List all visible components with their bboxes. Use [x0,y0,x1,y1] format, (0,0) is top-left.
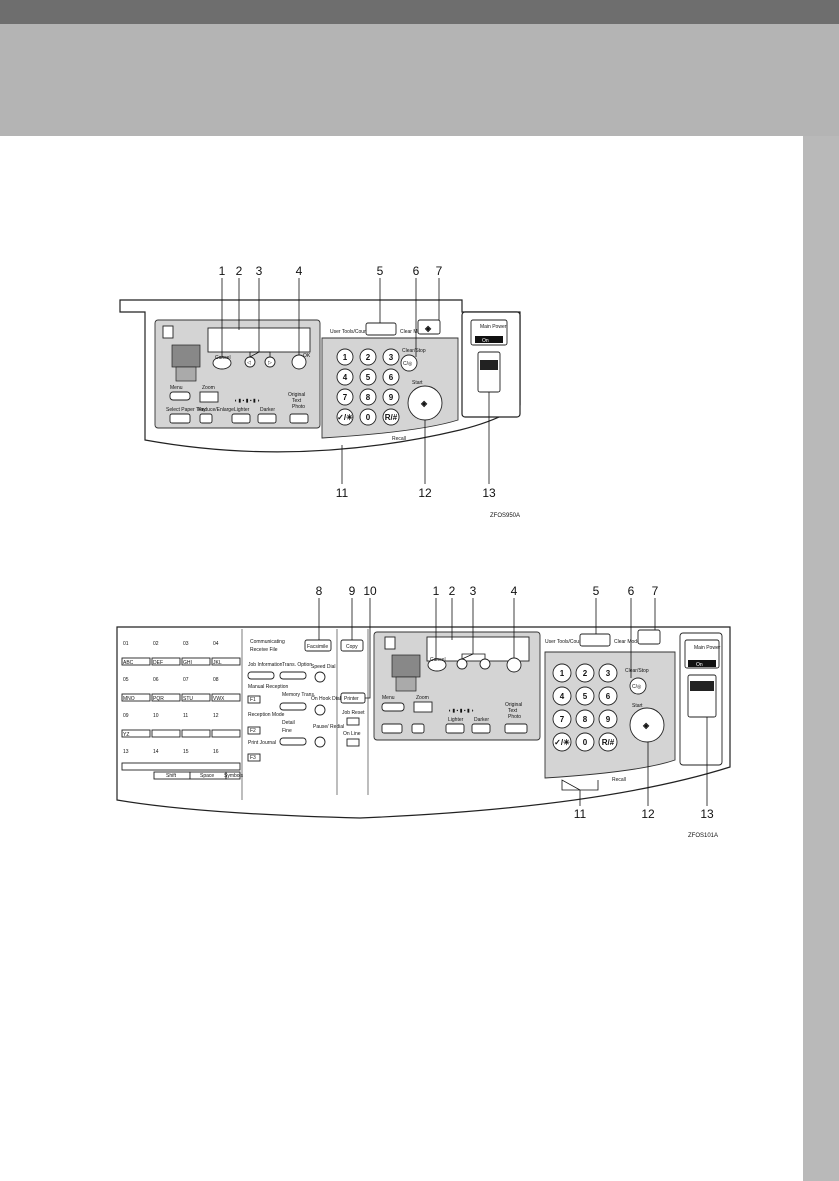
callout-number: 11 [336,486,349,500]
callout-number: 3 [256,264,263,278]
keypad-key[interactable] [382,348,400,366]
callout-number: 10 [363,584,377,598]
panel-outline-fax [116,626,731,819]
original-type-button[interactable] [289,413,309,424]
keypad-key-label: 8 [366,393,371,402]
lighter-label: Lighter [234,407,250,413]
keypad-key-label: 4 [343,373,348,382]
select-paper-tray-button[interactable] [169,413,191,424]
keypad-key[interactable] [336,348,354,366]
left-arrow-icon: ◁ [247,360,251,366]
control-panel-diagram-copier: Cancel ◁ ▷ OK Menu Zoom ◖ ▮ ▪ ▮ ▪ ▮ ◗ Or… [119,264,521,519]
callout-number: 7 [652,584,659,598]
callout-number: 6 [628,584,635,598]
on-indicator [475,336,503,343]
text-label: Text [292,398,302,404]
callout-number: 5 [377,264,384,278]
keypad-key-label: 7 [343,393,348,402]
density-indicator: ◖ ▮ ▪ ▮ ▪ ▮ ◗ [234,398,260,404]
original-label: Original [288,392,305,398]
callout-number: 3 [470,584,477,598]
zoom-button[interactable] [199,391,219,403]
menu-label: Menu [170,385,183,391]
keypad-key[interactable] [336,368,354,386]
clear-modes-icon: ◈ [424,324,432,333]
keypad-key[interactable] [359,348,377,366]
clear-stop-button[interactable] [400,354,418,372]
side-tab [803,136,839,1181]
keypad-key-label: 1 [343,353,348,362]
callout-number: 11 [574,807,587,821]
callout-number: 4 [296,264,303,278]
keypad-key[interactable] [382,408,400,426]
callout-number: 13 [700,807,714,821]
numeric-keypad: 1 2 3 4 5 6 7 8 9 ✓/✳ 0 R/# [336,348,400,426]
on-label: On [482,338,489,344]
keypad-key[interactable] [382,388,400,406]
photo-label: Photo [292,404,305,410]
callout-number: 12 [418,486,432,500]
callout-number: 5 [593,584,600,598]
switch-rocker [480,360,498,370]
keypad-key-label: 6 [389,373,394,382]
main-power-switch[interactable] [477,351,501,393]
clear-stop-label: Clear/Stop [402,348,426,354]
main-power-label: Main Power [480,324,507,330]
top-bar [0,0,839,24]
darker-label: Darker [260,407,275,413]
right-arrow-icon: ▷ [268,360,272,366]
menu-button[interactable] [169,391,191,401]
darker-button[interactable] [257,413,277,424]
callout-number: 8 [316,584,323,598]
clear-stop-icon: C/◎ [403,361,413,367]
keypad-key-label: R/# [385,413,398,422]
callout-number: 12 [641,807,655,821]
keypad-key[interactable] [336,408,354,426]
clear-modes-label: Clear Modes [400,329,429,335]
lighter-button[interactable] [231,413,251,424]
recall-label: Recall [392,436,406,442]
reduce-enlarge-label: Reduce/Enlarge [198,407,234,413]
logo-mark [162,325,174,339]
keypad-key-label: 3 [389,353,394,362]
clear-modes-button[interactable] [417,319,441,335]
zoom-label: Zoom [202,385,215,391]
callout-leader [249,278,271,358]
keypad-key-label: ✓/✳ [337,413,353,422]
callout-number: 4 [511,584,518,598]
cancel-label: Cancel [215,355,231,361]
reduce-enlarge-button[interactable] [199,413,213,424]
select-paper-tray-label: Select Paper Tray [166,407,206,413]
figure-id: ZFOS950A [490,513,520,519]
callout-number: 13 [482,486,496,500]
keypad-key[interactable] [382,368,400,386]
header-band [0,24,839,136]
callout-number: 1 [219,264,226,278]
callout-number: 2 [449,584,456,598]
user-tools-label: User Tools/Counter [330,329,373,335]
figure-id: ZFOS101A [688,833,718,839]
keypad-key-label: 5 [366,373,371,382]
callout-number: 6 [413,264,420,278]
keypad-key-label: 2 [366,353,371,362]
keypad-key[interactable] [359,388,377,406]
user-tools-counter-button[interactable] [365,322,397,336]
keypad-key-label: 9 [389,393,394,402]
callout-number: 1 [433,584,440,598]
start-label: Start [412,380,423,386]
callout-number: 9 [349,584,356,598]
start-icon: ◈ [420,399,428,408]
keypad-key-label: 0 [366,413,371,422]
callout-number: 2 [236,264,243,278]
keypad-key[interactable] [359,368,377,386]
callout-number: 7 [436,264,443,278]
ok-label: OK [303,353,311,359]
machine-icon [171,344,201,382]
keypad-key[interactable] [359,408,377,426]
keypad-key[interactable] [336,388,354,406]
